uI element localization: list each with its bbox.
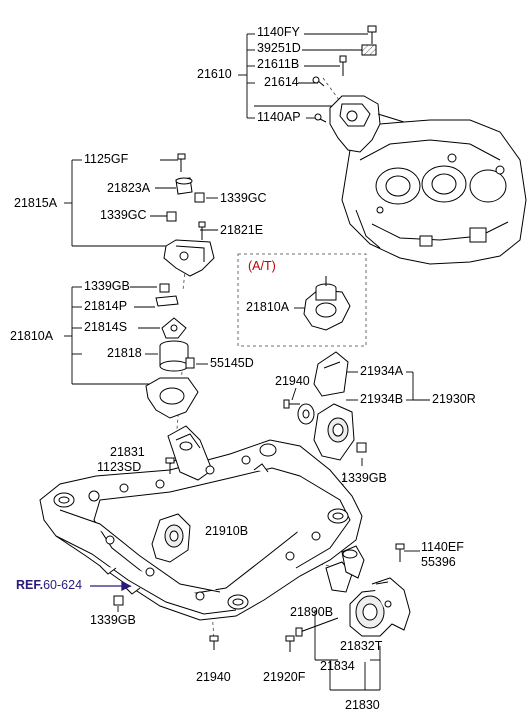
engine-block (341, 119, 527, 265)
label-1125GF: 1125GF (84, 152, 129, 166)
ref-link[interactable]: REF.60-624 (16, 579, 82, 592)
at-note: (A/T) (248, 259, 276, 273)
bracket-21815A (163, 153, 215, 277)
label-21940-right: 21940 (275, 374, 310, 388)
label-1339GC-right: 1339GC (220, 191, 267, 205)
front-mount-21910B (151, 513, 191, 563)
label-21940-bottom: 21940 (196, 670, 231, 684)
label-55145D: 55145D (210, 356, 254, 370)
label-21818: 21818 (107, 346, 142, 360)
ref-word: REF. (16, 578, 44, 592)
label-21920F: 21920F (263, 670, 306, 684)
label-1339GB-right: 1339GB (341, 471, 387, 485)
label-21614: 21614 (264, 75, 299, 89)
mount-21810A (145, 283, 199, 419)
label-21823A: 21823A (107, 181, 151, 195)
label-21930R: 21930R (432, 392, 476, 406)
lower-mount-21830 (285, 543, 411, 652)
label-21831: 21831 (110, 445, 145, 459)
label-21810A-at: 21810A (246, 300, 290, 314)
label-21832T: 21832T (340, 639, 383, 653)
label-55396: 55396 (421, 555, 456, 569)
label-1140FY: 1140FY (257, 25, 300, 39)
label-21934A: 21934A (360, 364, 404, 378)
label-21834: 21834 (320, 659, 355, 673)
label-21934B: 21934B (360, 392, 404, 406)
label-21814P: 21814P (84, 299, 128, 313)
label-1140EF: 1140EF (421, 540, 464, 554)
label-21814S: 21814S (84, 320, 128, 334)
label-21890B: 21890B (290, 605, 334, 619)
label-1140AP: 1140AP (257, 110, 301, 124)
ref-arrow (90, 580, 132, 592)
label-21910B: 21910B (205, 524, 249, 538)
nut-1339GB-bottom (113, 595, 124, 606)
label-21830: 21830 (345, 698, 380, 712)
label-21810A-left: 21810A (10, 329, 54, 343)
label-21815A: 21815A (14, 196, 58, 210)
label-21821E: 21821E (220, 223, 264, 237)
label-1339GC-left: 1339GC (100, 208, 147, 222)
leader-lines (64, 33, 430, 691)
label-1339GB-bottom: 1339GB (90, 613, 136, 627)
label-1123SD: 1123SD (97, 460, 142, 474)
subframe (39, 425, 363, 621)
bolt-21940-bottom (209, 635, 219, 650)
label-39251D: 39251D (257, 41, 301, 55)
rear-mount-21930R (283, 351, 367, 461)
ref-number: 60-624 (43, 578, 83, 592)
top-mount-bracket (312, 25, 405, 153)
label-21610: 21610 (197, 67, 232, 81)
label-1339GB-top: 1339GB (84, 279, 130, 293)
at-mount (303, 276, 351, 331)
label-21611B: 21611B (257, 57, 300, 71)
